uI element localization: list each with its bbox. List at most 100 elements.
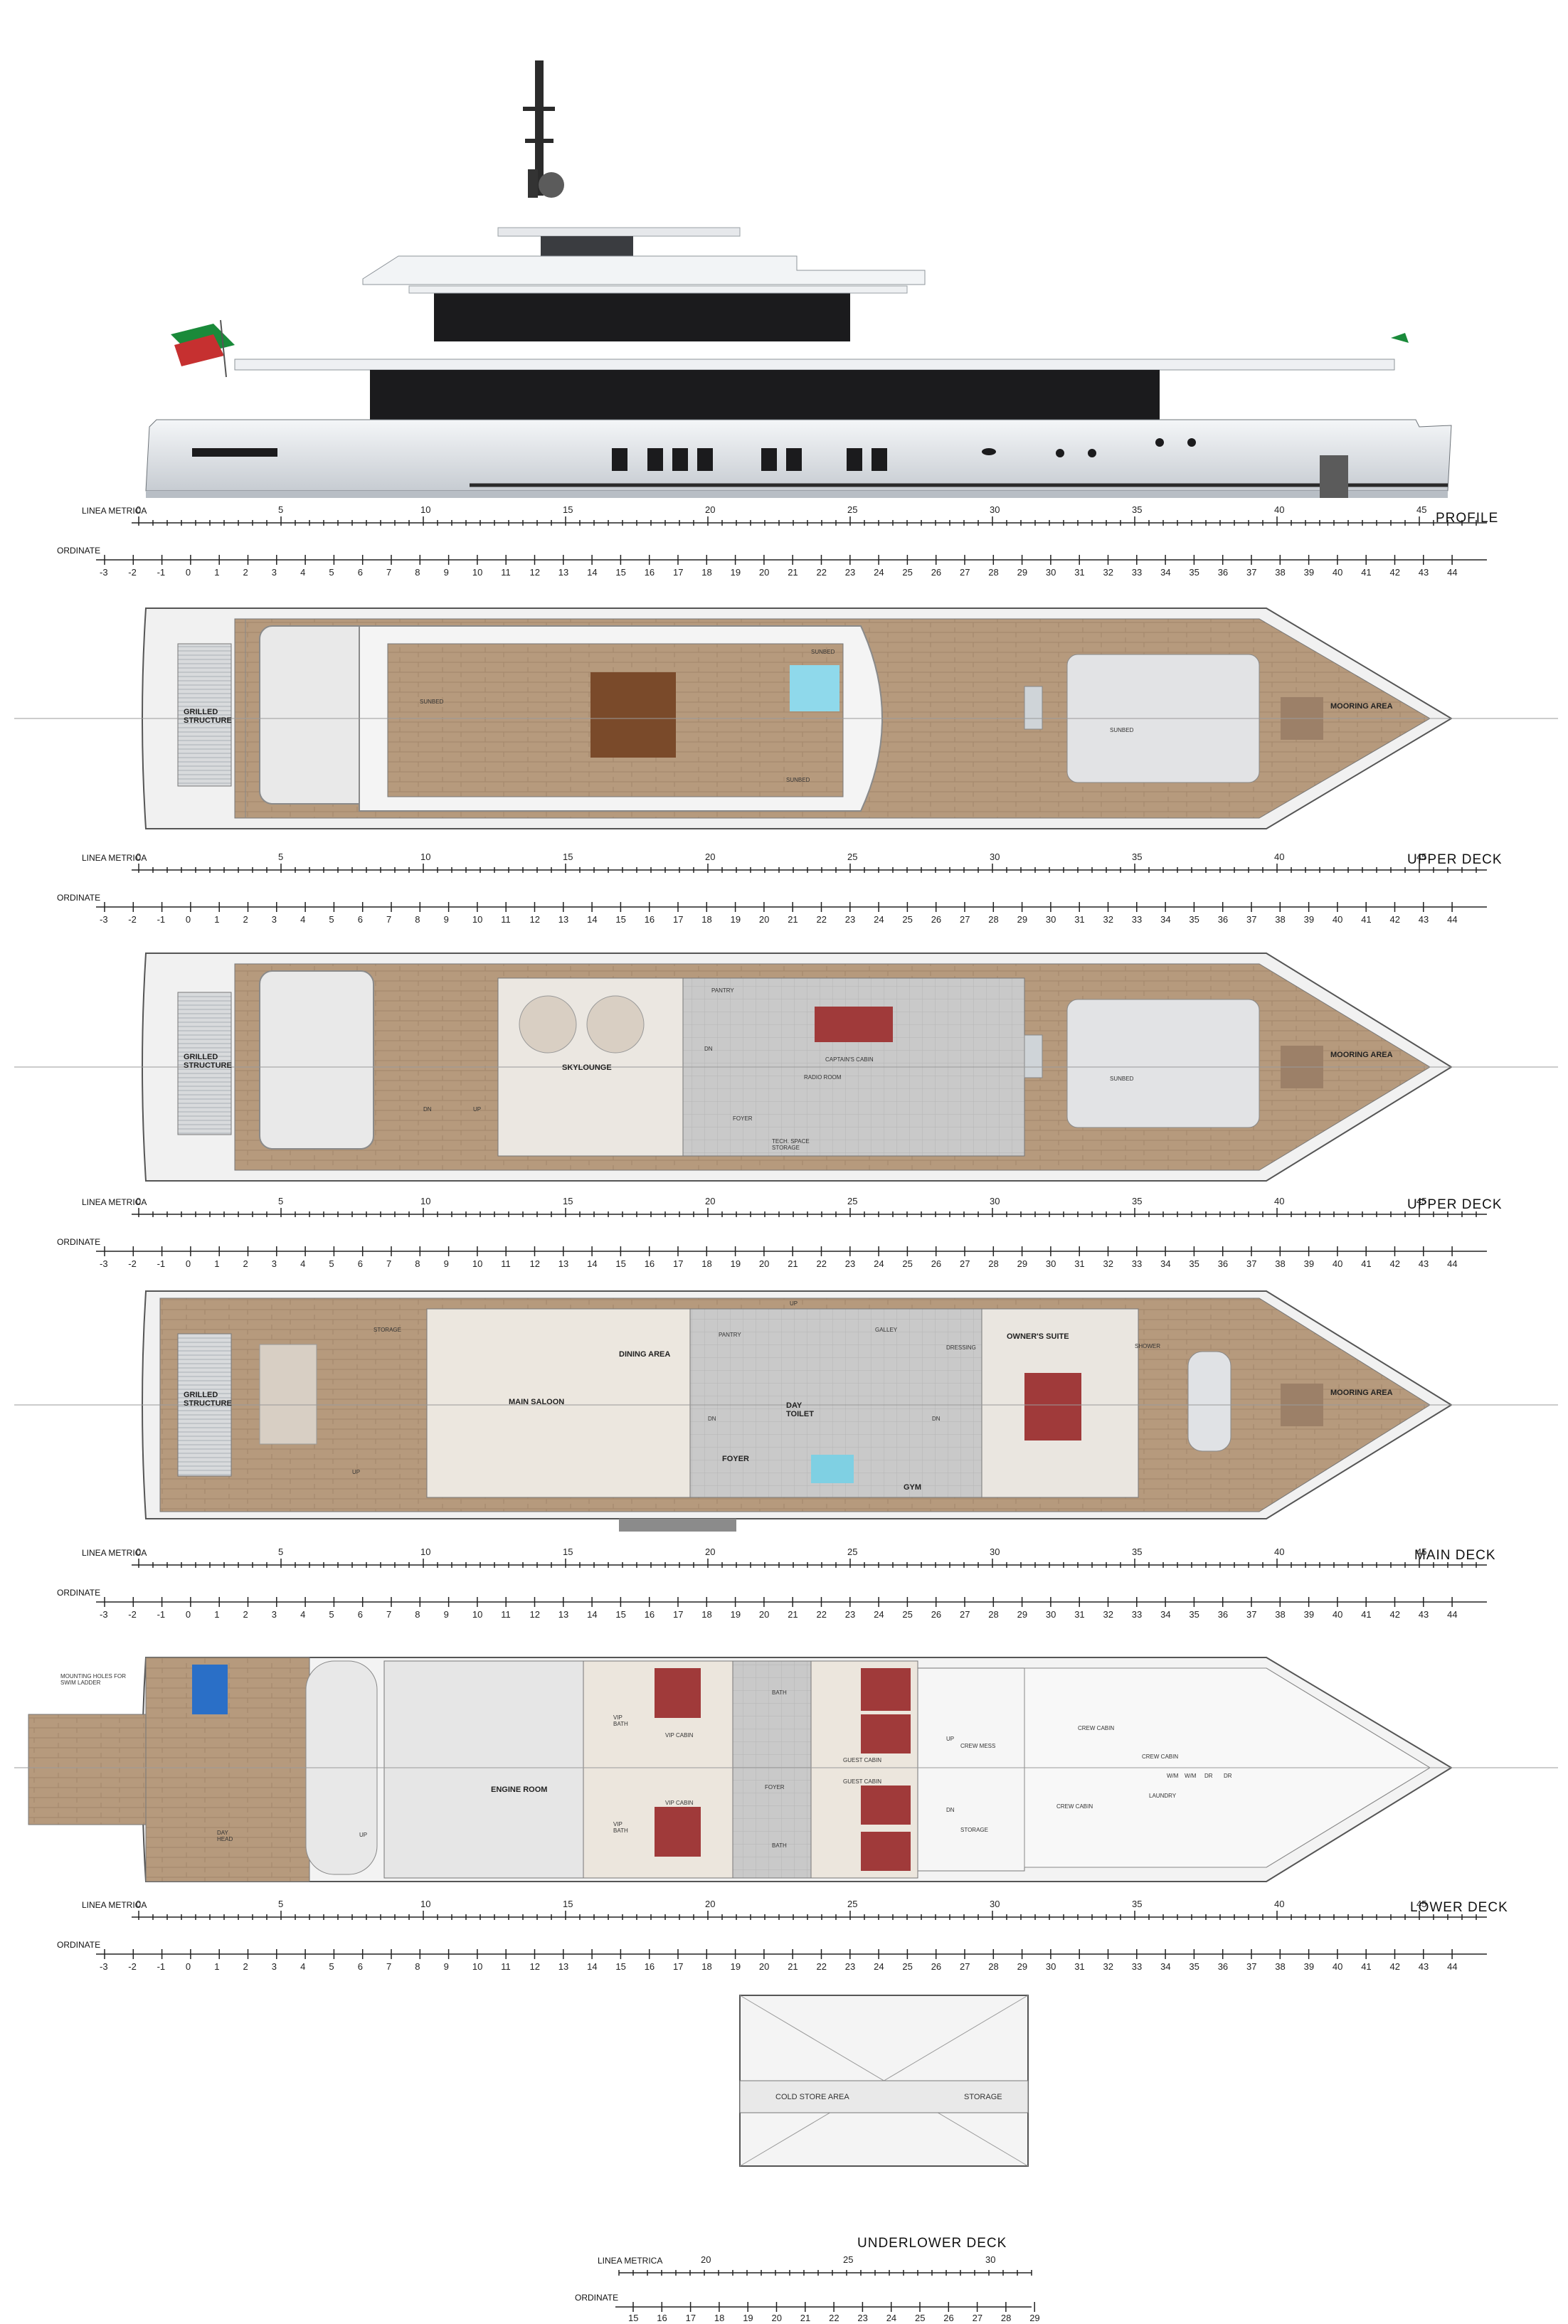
- ordinate-tick-label: 22: [816, 1609, 827, 1620]
- ordinate-tick-label: 35: [1189, 1961, 1199, 1972]
- ordinate-tick-label: 8: [415, 914, 420, 925]
- ordinate-tick-label: 27: [960, 1258, 970, 1269]
- ordinate-tick-label: 35: [1189, 1258, 1199, 1269]
- ordinate-tick-label: -1: [157, 1609, 166, 1620]
- metrica-tick-label: 5: [278, 1196, 284, 1206]
- ordinate-tick-label: 39: [1303, 914, 1315, 925]
- ordinate-tick-label: 18: [701, 1961, 712, 1972]
- metrica-tick-label: 10: [420, 1196, 431, 1206]
- room-storage: STORAGE: [374, 1327, 401, 1333]
- ordinate-tick-label: 40: [1332, 1961, 1343, 1972]
- label-dn: DN: [704, 1046, 713, 1052]
- ordinate-tick-label: 41: [1361, 1258, 1372, 1269]
- room-crew-cabin: CREW CABIN: [1056, 1803, 1093, 1810]
- ordinate-tick-label: 15: [615, 1609, 626, 1620]
- ordinate-tick-label: -2: [128, 1609, 137, 1620]
- metrica-tick-label: 35: [1132, 1546, 1143, 1557]
- metrica-tick-label: 25: [847, 1899, 858, 1909]
- ordinate-tick-label: 44: [1447, 1258, 1458, 1269]
- ordinate-tick-label: 44: [1447, 1961, 1458, 1972]
- ordinate-tick-label: 21: [788, 1609, 798, 1620]
- ordinate-tick-label: 43: [1418, 1961, 1429, 1972]
- ordinate-tick-label: 2: [243, 914, 248, 925]
- ordinate-tick-label: 35: [1189, 1609, 1199, 1620]
- ordinate-tick-label: 10: [472, 1609, 483, 1620]
- ordinate-tick-label: 19: [730, 914, 741, 925]
- ordinate-tick-label: -2: [128, 567, 137, 578]
- ordinate-tick-label: 18: [701, 1609, 712, 1620]
- ordinate-tick-label: 39: [1303, 1258, 1315, 1269]
- ordinate-tick-label: 33: [1131, 1609, 1143, 1620]
- ordinate-tick-label: 24: [874, 1961, 884, 1972]
- ordinate-tick-label: 2: [243, 1609, 248, 1620]
- metrica-tick-label: 0: [136, 1899, 142, 1909]
- ordinate-tick-label: 13: [558, 914, 569, 925]
- ordinate-tick-label: 20: [758, 1961, 770, 1972]
- label-dn: DN: [946, 1807, 955, 1813]
- room-vip-cabin: VIP CABIN: [665, 1800, 694, 1806]
- room-guest-cabin: GUEST CABIN: [843, 1778, 882, 1785]
- ordinate-tick-label: 41: [1361, 914, 1372, 925]
- ordinate-tick-label: 28: [988, 914, 999, 925]
- ordinate-tick-label: 21: [788, 567, 798, 578]
- ordinate-tick-label: 2: [243, 1961, 248, 1972]
- ordinate-tick-label: 7: [386, 1961, 392, 1972]
- metrica-tick-label: 25: [847, 1546, 858, 1557]
- ordinate-tick-label: 10: [472, 1258, 483, 1269]
- ordinate-tick-label: 5: [329, 1609, 334, 1620]
- ordinate-tick-label: 11: [501, 914, 511, 925]
- ordinate-tick-label: 39: [1303, 567, 1315, 578]
- label-up: UP: [473, 1106, 482, 1113]
- ordinate-tick-label: 42: [1389, 1609, 1400, 1620]
- metrica-tick-label: 30: [985, 2254, 996, 2265]
- ordinate-tick-label: 29: [1029, 2313, 1040, 2323]
- room-engine-room: ENGINE ROOM: [491, 1786, 548, 1794]
- ordinate-tick-label: 8: [415, 1961, 420, 1972]
- ordinate-tick-label: 6: [357, 914, 363, 925]
- ordinate-tick-label: -1: [157, 1258, 166, 1269]
- metrica-tick-label: 10: [420, 1899, 431, 1909]
- ordinate-tick-label: 15: [615, 1258, 626, 1269]
- ordinate-tick-label: 23: [844, 567, 856, 578]
- ordinate-tick-label: 34: [1160, 1609, 1171, 1620]
- ordinate-tick-label: 29: [1017, 567, 1028, 578]
- ordinate-tick-label: 18: [701, 1258, 712, 1269]
- ordinate-tick-label: 28: [988, 1258, 999, 1269]
- room-sunbed: SUNBED: [1110, 1076, 1134, 1082]
- ordinate-tick-label: 42: [1389, 1961, 1400, 1972]
- ordinate-tick-label: 23: [844, 1961, 856, 1972]
- ordinate-tick-label: 20: [758, 1609, 770, 1620]
- metrica-tick-label: 30: [990, 1546, 1000, 1557]
- ordinate-tick-label: 15: [615, 567, 626, 578]
- ordinate-tick-label: 16: [644, 567, 655, 578]
- ordinate-tick-label: 25: [915, 2313, 926, 2323]
- ordinate-tick-label: 44: [1447, 914, 1458, 925]
- ordinate-tick-label: 19: [743, 2313, 753, 2323]
- label-dn: DN: [423, 1106, 432, 1113]
- ordinate-tick-label: 28: [988, 1961, 999, 1972]
- room-day-toilet: DAY TOILET: [786, 1401, 814, 1418]
- ordinate-tick-label: 16: [644, 1961, 655, 1972]
- metrica-tick-label: 35: [1132, 851, 1143, 862]
- ordinate-tick-label: 16: [657, 2313, 667, 2323]
- metrica-tick-label: 40: [1274, 1196, 1285, 1206]
- ordinate-tick-label: -3: [100, 567, 108, 578]
- room-main-saloon: MAIN SALOON: [509, 1398, 565, 1406]
- ordinate-tick-label: 24: [874, 914, 884, 925]
- ordinate-tick-label: 22: [816, 567, 827, 578]
- ordinate-label: ORDINATE: [575, 2293, 619, 2303]
- linea-metrica-label: LINEA METRICA: [82, 1197, 147, 1207]
- ordinate-tick-label: 28: [988, 1609, 999, 1620]
- metrica-tick-label: 0: [136, 851, 142, 862]
- ordinate-tick-label: 6: [357, 567, 363, 578]
- ordinate-tick-label: 40: [1332, 1258, 1343, 1269]
- ordinate-tick-label: 10: [472, 914, 483, 925]
- metrica-tick-label: 15: [563, 504, 573, 515]
- ordinate-tick-label: -2: [128, 1961, 137, 1972]
- ordinate-tick-label: 21: [788, 1258, 798, 1269]
- ordinate-tick-label: 26: [931, 914, 942, 925]
- linea-metrica-label: LINEA METRICA: [598, 2256, 663, 2266]
- ordinate-tick-label: 26: [943, 2313, 954, 2323]
- label-wm: W/M: [1167, 1773, 1179, 1779]
